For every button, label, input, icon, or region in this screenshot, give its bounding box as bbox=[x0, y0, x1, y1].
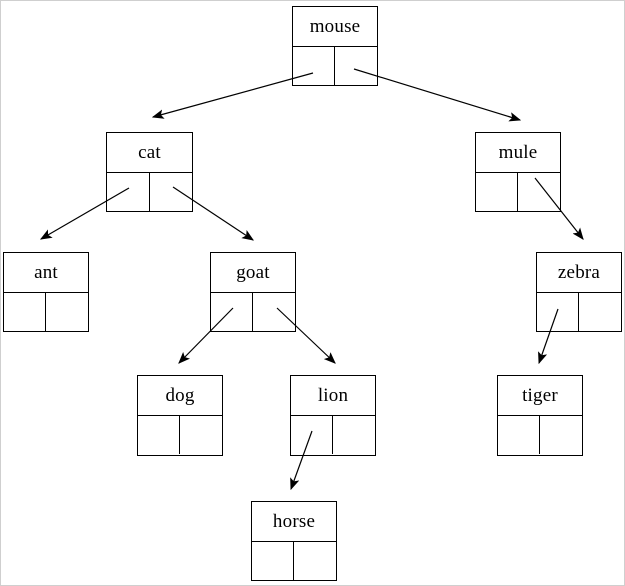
node-label-mule: mule bbox=[476, 133, 560, 173]
node-right-pointer-cat[interactable] bbox=[150, 173, 193, 211]
tree-edge-mouse-to-mule bbox=[353, 68, 522, 122]
node-right-pointer-horse[interactable] bbox=[294, 542, 336, 580]
node-left-pointer-tiger[interactable] bbox=[498, 416, 540, 454]
node-right-pointer-ant[interactable] bbox=[46, 293, 88, 331]
node-label-mouse: mouse bbox=[293, 7, 377, 47]
tree-node-mouse[interactable]: mouse bbox=[292, 6, 378, 86]
node-pointer-cells-lion bbox=[291, 416, 375, 454]
node-right-pointer-dog[interactable] bbox=[180, 416, 222, 454]
tree-node-dog[interactable]: dog bbox=[137, 375, 223, 456]
tree-node-ant[interactable]: ant bbox=[3, 252, 89, 332]
node-pointer-cells-ant bbox=[4, 293, 88, 331]
tree-node-tiger[interactable]: tiger bbox=[497, 375, 583, 456]
node-pointer-cells-mule bbox=[476, 173, 560, 211]
node-left-pointer-ant[interactable] bbox=[4, 293, 46, 331]
node-left-pointer-dog[interactable] bbox=[138, 416, 180, 454]
node-label-goat: goat bbox=[211, 253, 295, 293]
node-right-pointer-zebra[interactable] bbox=[579, 293, 621, 331]
tree-edge-mouse-to-cat bbox=[151, 72, 314, 119]
tree-node-goat[interactable]: goat bbox=[210, 252, 296, 332]
tree-node-horse[interactable]: horse bbox=[251, 501, 337, 581]
node-label-cat: cat bbox=[107, 133, 192, 173]
node-right-pointer-mule[interactable] bbox=[518, 173, 560, 211]
node-right-pointer-mouse[interactable] bbox=[335, 47, 377, 85]
node-right-pointer-tiger[interactable] bbox=[540, 416, 582, 454]
node-pointer-cells-horse bbox=[252, 542, 336, 580]
node-left-pointer-lion[interactable] bbox=[291, 416, 333, 454]
node-pointer-cells-zebra bbox=[537, 293, 621, 331]
node-left-pointer-mouse[interactable] bbox=[293, 47, 335, 85]
node-left-pointer-cat[interactable] bbox=[107, 173, 150, 211]
node-label-ant: ant bbox=[4, 253, 88, 293]
node-pointer-cells-cat bbox=[107, 173, 192, 211]
node-left-pointer-horse[interactable] bbox=[252, 542, 294, 580]
node-left-pointer-goat[interactable] bbox=[211, 293, 253, 331]
tree-node-mule[interactable]: mule bbox=[475, 132, 561, 212]
node-label-tiger: tiger bbox=[498, 376, 582, 416]
node-left-pointer-zebra[interactable] bbox=[537, 293, 579, 331]
node-pointer-cells-tiger bbox=[498, 416, 582, 454]
node-label-lion: lion bbox=[291, 376, 375, 416]
node-right-pointer-lion[interactable] bbox=[333, 416, 375, 454]
node-label-zebra: zebra bbox=[537, 253, 621, 293]
node-label-dog: dog bbox=[138, 376, 222, 416]
node-pointer-cells-dog bbox=[138, 416, 222, 454]
tree-node-lion[interactable]: lion bbox=[290, 375, 376, 456]
node-left-pointer-mule[interactable] bbox=[476, 173, 518, 211]
tree-node-zebra[interactable]: zebra bbox=[536, 252, 622, 332]
node-right-pointer-goat[interactable] bbox=[253, 293, 295, 331]
node-pointer-cells-mouse bbox=[293, 47, 377, 85]
tree-node-cat[interactable]: cat bbox=[106, 132, 193, 212]
node-pointer-cells-goat bbox=[211, 293, 295, 331]
node-label-horse: horse bbox=[252, 502, 336, 542]
